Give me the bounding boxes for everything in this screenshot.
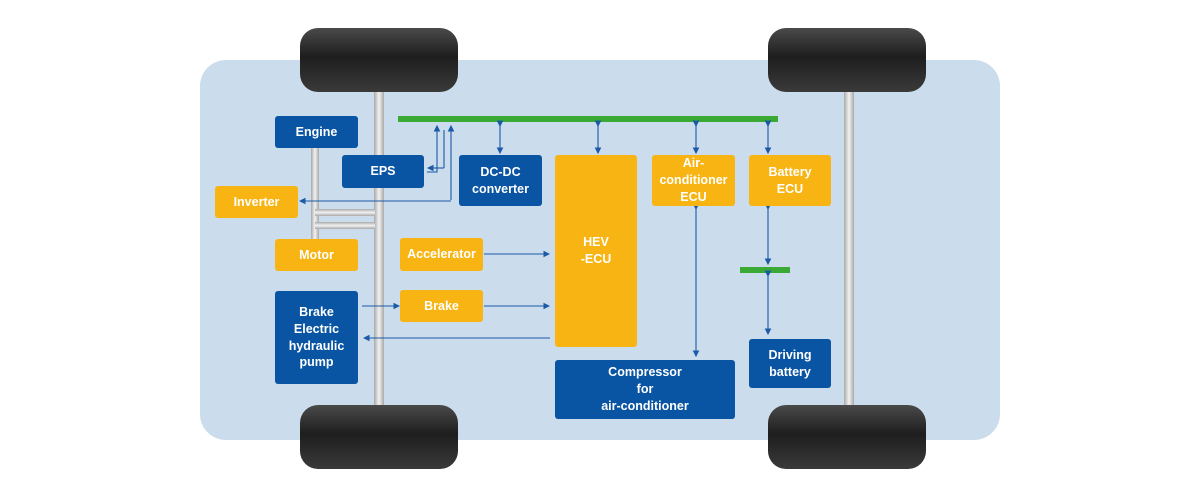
rear-axle-shaft (844, 92, 854, 408)
eps-block: EPS (342, 155, 424, 188)
compressor-block: Compressor for air-conditioner (555, 360, 735, 419)
motor-shaft-upper (315, 209, 375, 216)
motor-shaft-lower (315, 222, 375, 229)
accelerator-block: Accelerator (400, 238, 483, 271)
battery-ecu-block: Battery ECU (749, 155, 831, 206)
battery-connector-bar (740, 267, 790, 273)
engine-block: Engine (275, 116, 358, 148)
engine-shaft (311, 148, 319, 240)
brake-block: Brake (400, 290, 483, 322)
rear-right-tire (768, 405, 926, 469)
motor-block: Motor (275, 239, 358, 271)
driving-battery-block: Driving battery (749, 339, 831, 388)
front-left-tire (300, 28, 458, 92)
ac-ecu-block: Air- conditioner ECU (652, 155, 735, 206)
brake-electric-hydraulic-pump-block: Brake Electric hydraulic pump (275, 291, 358, 384)
front-right-tire (300, 405, 458, 469)
communication-bus (398, 116, 778, 122)
rear-left-tire (768, 28, 926, 92)
hev-ecu-block: HEV -ECU (555, 155, 637, 347)
front-axle-shaft (374, 92, 384, 408)
dcdc-converter-block: DC-DC converter (459, 155, 542, 206)
eps-bus-link-1 (427, 124, 441, 173)
inverter-block: Inverter (215, 186, 298, 218)
